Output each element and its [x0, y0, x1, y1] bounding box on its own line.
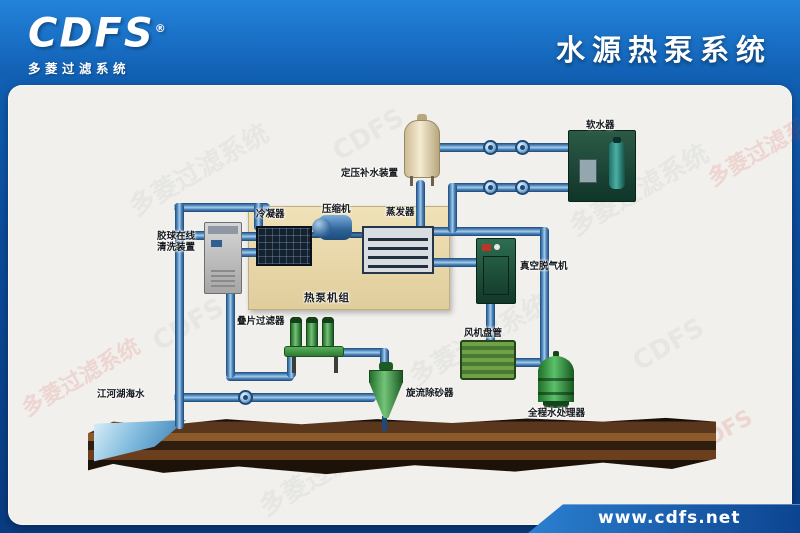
vacuum-degasser [476, 238, 516, 304]
degasser-door [483, 256, 509, 295]
pipe-segment [238, 232, 262, 241]
label-compressor: 压缩机 [322, 204, 351, 215]
degasser-indicator [482, 244, 491, 251]
compressor [312, 215, 352, 240]
processor-band [538, 378, 574, 381]
logo-text: CDFS® [28, 10, 168, 57]
footer-ribbon: www.cdfs.net [528, 504, 800, 533]
cabinet-vents [211, 269, 235, 287]
pipe-segment [512, 358, 562, 367]
filter-leg [292, 357, 296, 373]
water-softener [568, 130, 636, 202]
water-processor [536, 351, 576, 414]
pipe-segment [238, 248, 262, 257]
label-softener: 软水器 [586, 120, 615, 131]
processor-leg [544, 406, 547, 414]
cyclone-cone [369, 382, 403, 418]
pipe-segment [448, 183, 572, 192]
disc-filter-element [290, 317, 302, 347]
tank-cap [417, 114, 427, 123]
processor-band [538, 392, 574, 395]
processor-bottom [543, 401, 569, 408]
tank-leg [431, 176, 434, 186]
cyclone-cap [379, 362, 393, 371]
label-heat-pump-unit: 热泵机组 [304, 292, 350, 304]
makeup-water-tank [404, 114, 440, 186]
pipe-segment [175, 203, 184, 429]
pipe-segment [226, 290, 235, 378]
processor-dome [538, 356, 574, 372]
pump-symbol [483, 180, 498, 195]
processor-leg [565, 406, 568, 414]
pipe-segment [254, 203, 263, 231]
processor-body [538, 370, 574, 402]
header-bar: CDFS® 多菱过滤系统 水源热泵系统 [0, 0, 800, 85]
pipe-segment [436, 143, 572, 152]
processor-vent [553, 351, 559, 357]
logo-subtext: 多菱过滤系统 [28, 61, 131, 77]
label-water-processor: 全程水处理器 [528, 408, 586, 419]
pipe-segment [348, 232, 364, 238]
page-title: 水源热泵系统 [555, 33, 772, 67]
label-vacuum-degasser: 真空脱气机 [520, 261, 568, 272]
pipe-segment [430, 258, 480, 267]
tank-leg [410, 176, 413, 186]
label-source-water: 江河湖海水 [97, 389, 145, 400]
cyclone-drain-pipe [382, 416, 387, 431]
label-fan-coil: 风机盘管 [464, 328, 503, 339]
pipe-segment [540, 227, 549, 365]
label-condenser: 冷凝器 [256, 209, 285, 220]
disc-filter-element [322, 317, 334, 347]
tank-body [404, 120, 440, 178]
website-url[interactable]: www.cdfs.net [598, 508, 741, 528]
label-ball-cleaner-2: 清洗装置 [157, 242, 196, 253]
ball-cleaning-cabinet [204, 222, 242, 294]
pipe-segment [226, 372, 294, 381]
softener-valve-unit [579, 159, 597, 183]
pipe-segment [448, 183, 457, 233]
label-ball-cleaner-1: 胶球在线 [157, 231, 196, 242]
pump-symbol [483, 140, 498, 155]
registered-mark-icon: ® [154, 22, 168, 35]
label-disc-filter: 叠片过滤器 [237, 316, 285, 327]
pipe-segment [486, 300, 495, 346]
pipe-segment [336, 348, 388, 357]
pump-symbol [238, 390, 253, 405]
label-makeup-tank: 定压补水装置 [341, 168, 399, 179]
label-cyclone: 旋流除砂器 [406, 388, 454, 399]
degasser-gauge [494, 244, 500, 250]
pump-symbol [515, 140, 530, 155]
pipe-segment [287, 348, 296, 378]
pipe-segment [430, 227, 548, 236]
pump-symbol [515, 180, 530, 195]
pipe-segment [416, 180, 425, 232]
fan-coil-unit [460, 340, 516, 380]
label-evaporator: 蒸发器 [386, 207, 415, 218]
brand-logo: CDFS® 多菱过滤系统 [28, 7, 168, 77]
condenser [256, 226, 312, 266]
cabinet-display [211, 240, 222, 247]
filter-leg [334, 357, 338, 373]
pipe-segment [174, 231, 208, 240]
evaporator [362, 226, 434, 274]
pipe-segment [174, 203, 270, 212]
cyclone-sand-separator [368, 362, 404, 422]
pipe-segment [174, 393, 376, 402]
disc-filter-element [306, 317, 318, 347]
cyclone-drum [369, 370, 403, 383]
disc-filter-manifold [284, 346, 344, 357]
softener-resin-tank [609, 137, 625, 189]
